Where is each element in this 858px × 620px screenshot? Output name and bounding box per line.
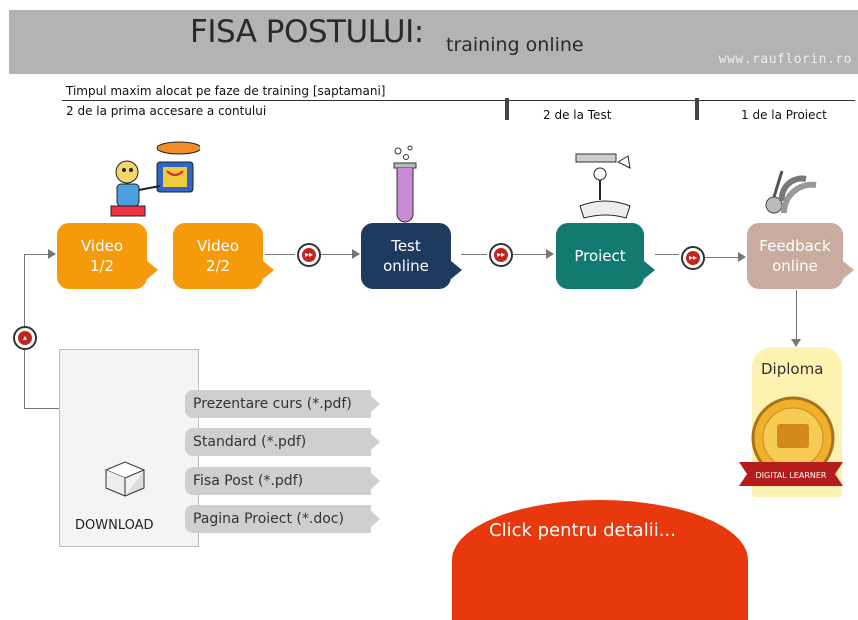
video-2-box[interactable]: Video 2/2 (173, 223, 274, 289)
loop-connector (24, 408, 59, 409)
page-subtitle: training online (446, 34, 584, 56)
site-url[interactable]: www.rauflorin.ro (718, 52, 852, 67)
forward-icon[interactable]: ▸▸ (681, 246, 705, 270)
header-bar (9, 10, 858, 74)
file-link-fisa-post[interactable]: Fisa Post (*.pdf) (185, 467, 380, 495)
arrow-head (546, 249, 554, 259)
forward-icon[interactable]: ▸▸ (489, 243, 513, 267)
arrow-head (791, 339, 801, 347)
feedback-online-box[interactable]: Feedback online (747, 223, 854, 289)
file-link-standard[interactable]: Standard (*.pdf) (185, 428, 380, 456)
file-link-prezentare[interactable]: Prezentare curs (*.pdf) (185, 390, 380, 418)
file-link-pagina-proiect[interactable]: Pagina Proiect (*.doc) (185, 505, 380, 533)
flow-connector (705, 257, 739, 258)
details-button[interactable] (452, 500, 748, 620)
loop-connector (24, 254, 49, 255)
proiect-box[interactable]: Proiect (556, 223, 655, 289)
flow-connector (265, 254, 295, 255)
timing-tick (505, 98, 509, 120)
up-icon[interactable]: ▴ (13, 326, 37, 350)
kid-computer-illustration (110, 141, 200, 217)
test-tube-icon (393, 145, 417, 223)
flow-connector (513, 254, 547, 255)
flow-connector (655, 254, 679, 255)
flow-connector (461, 254, 487, 255)
arrow-head (352, 249, 360, 259)
timing-phase3: 1 de la Proiect (741, 108, 827, 122)
satellite-dish-icon (765, 170, 817, 214)
flow-connector (321, 254, 353, 255)
timing-tick (695, 98, 699, 120)
page-title: FISA POSTULUI: (190, 14, 424, 50)
open-box-icon (104, 461, 146, 497)
arrow-head (48, 249, 56, 259)
download-label[interactable]: DOWNLOAD (75, 518, 154, 533)
flow-connector (796, 290, 797, 340)
timing-divider (62, 100, 855, 101)
reader-illustration (575, 153, 631, 219)
arrow-head (738, 252, 746, 262)
diploma-badge-icon: DIGITAL LEARNER (739, 396, 843, 486)
diploma-label: Diploma (761, 360, 824, 378)
forward-icon[interactable]: ▸▸ (297, 243, 321, 267)
download-panel[interactable] (59, 349, 199, 547)
timing-phase2: 2 de la Test (543, 108, 612, 122)
test-online-box[interactable]: Test online (361, 223, 462, 289)
timing-heading: Timpul maxim alocat pe faze de training … (66, 84, 386, 98)
timing-phase1: 2 de la prima accesare a contului (66, 104, 267, 118)
badge-text: DIGITAL LEARNER (756, 471, 827, 480)
video-1-box[interactable]: Video 1/2 (57, 223, 158, 289)
details-button-label[interactable]: Click pentru detalii... (489, 520, 676, 541)
